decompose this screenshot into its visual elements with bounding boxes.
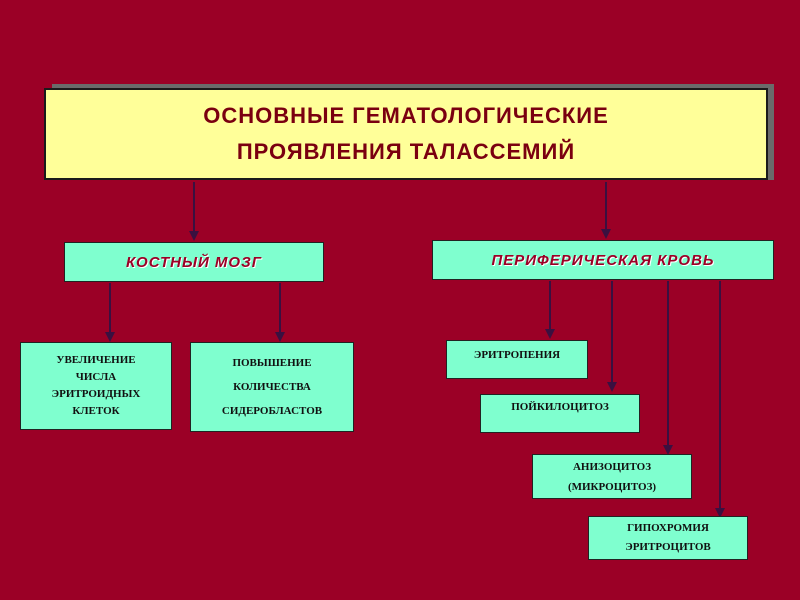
title-line-2: ПРОЯВЛЕНИЯ ТАЛАССЕМИЙ	[236, 139, 576, 164]
bone-marrow-header: КОСТНЫЙ МОЗГ	[64, 242, 324, 282]
diagram-title: ОСНОВНЫЕ ГЕМАТОЛОГИЧЕСКИЕ ПРОЯВЛЕНИЯ ТАЛ…	[44, 88, 768, 180]
bone-marrow-item-sideroblasts: ПОВЫШЕНИЕ КОЛИЧЕСТВА СИДЕРОБЛАСТОВ	[190, 342, 354, 432]
blood-item-anisocytosis: АНИЗОЦИТОЗ (МИКРОЦИТОЗ)	[532, 454, 692, 499]
title-line-1: ОСНОВНЫЕ ГЕМАТОЛОГИЧЕСКИЕ	[203, 103, 609, 128]
bone-marrow-item-erythroid-cells: УВЕЛИЧЕНИЕ ЧИСЛА ЭРИТРОИДНЫХ КЛЕТОК	[20, 342, 172, 430]
blood-item-hypochromia: ГИПОХРОМИЯ ЭРИТРОЦИТОВ	[588, 516, 748, 560]
blood-item-erythropenia: ЭРИТРОПЕНИЯ	[446, 340, 588, 379]
peripheral-blood-header: ПЕРИФЕРИЧЕСКАЯ КРОВЬ	[432, 240, 774, 280]
blood-item-poikilocytosis: ПОЙКИЛОЦИТОЗ	[480, 394, 640, 433]
